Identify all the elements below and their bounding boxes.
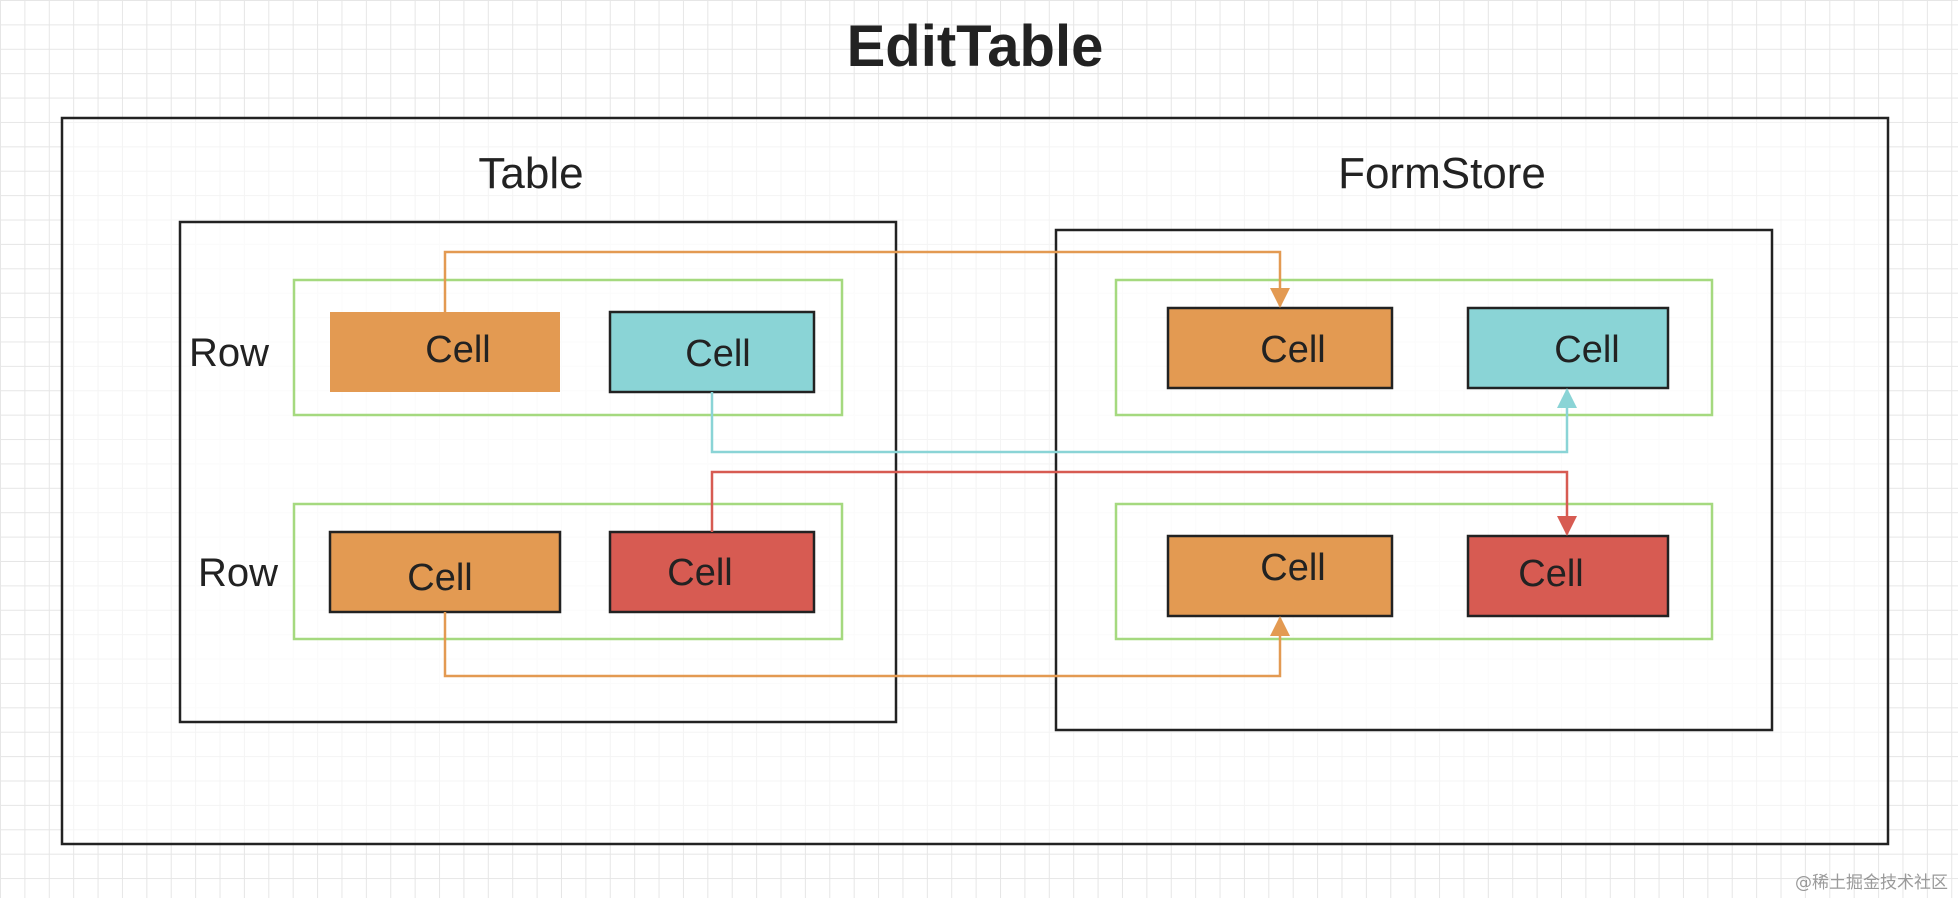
table-row-1-label: Row [189,331,269,375]
table-label: Table [478,149,583,198]
table-row-1-cell-2 [608,310,816,394]
table-row-1 [292,278,844,417]
formstore-row-1-cell-2-text: Cell [1554,329,1619,371]
table-row-1-cell-1-text: Cell [425,329,490,371]
diagram-title: EditTable [847,14,1104,79]
formstore-container [1054,228,1774,732]
table-row-2-cell-2 [608,530,816,614]
table-row-2 [292,502,844,641]
connector-row2-cell2 [710,470,1577,536]
connector-row1-cell1 [443,250,1290,312]
formstore-row-2-cell-2-text: Cell [1518,553,1583,595]
table-row-1-cell-2-text: Cell [685,333,750,375]
formstore-row-2 [1114,502,1714,641]
formstore-row-1-cell-2 [1466,306,1670,390]
table-row-1-cell-1 [330,312,560,392]
formstore-row-2-cell-2 [1466,534,1670,618]
watermark: @稀土掘金技术社区 [1795,873,1948,893]
table-row-2-label: Row [198,551,278,595]
table-row-2-cell-1-text: Cell [407,557,472,599]
table-row-2-cell-1 [328,530,562,614]
formstore-row-1-cell-1-text: Cell [1260,329,1325,371]
formstore-label: FormStore [1338,149,1546,198]
table-row-2-cell-2-text: Cell [667,552,732,594]
connector-row2-cell1 [443,612,1290,678]
formstore-row-2-cell-1 [1166,534,1394,618]
connector-row1-cell2 [710,388,1577,454]
formstore-row-2-cell-1-text: Cell [1260,547,1325,589]
formstore-row-1 [1114,278,1714,417]
formstore-row-1-cell-1 [1166,306,1394,390]
